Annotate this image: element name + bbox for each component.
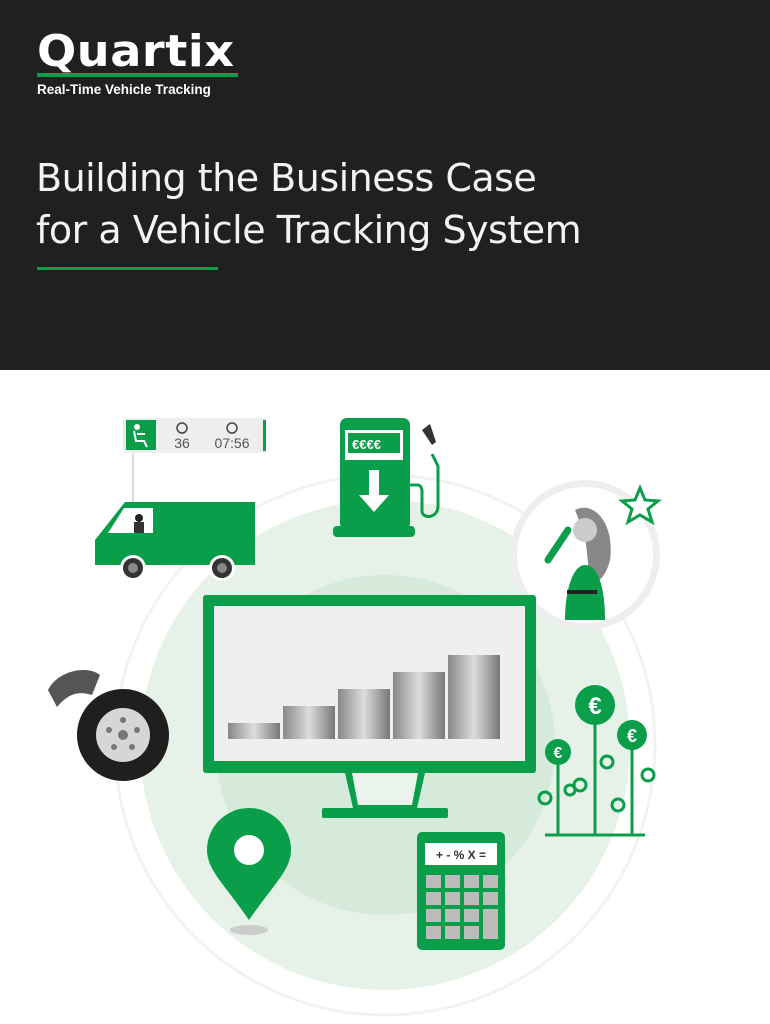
star-icon [618,484,662,526]
chart-bar [228,723,280,739]
title-accent-rule [37,267,218,270]
chart-bar [338,689,390,739]
title-line-2: for a Vehicle Tracking System [36,208,582,252]
euro-coin-icon [617,720,647,750]
monitor-chart-icon [203,595,536,818]
brake-and-tyre-icon [48,670,169,781]
driver-status-sign: 36 07:56 [123,418,266,502]
svg-text:€: € [627,726,637,746]
svg-text:€: € [588,693,601,720]
chart-bar [448,655,500,739]
logo-underline [37,73,238,77]
chart-bar [393,672,445,739]
svg-text:€: € [554,745,563,762]
money-growth-icon [537,720,656,837]
cover-header: Quartix Real-Time Vehicle Tracking Build… [0,0,770,370]
pump-euro-display: €€€€ [352,437,381,452]
location-pin-icon [207,808,291,935]
euro-coin-icon [575,685,615,725]
business-case-illustration: 36 07:56 €€€€ [48,418,662,1017]
speedometer-icon [176,422,188,434]
speed-value: 36 [174,435,190,451]
title-line-1: Building the Business Case [36,156,537,200]
calculator-display: + - % X = [436,848,486,862]
logo-wordmark: Quartix [37,26,235,77]
chart-bar [283,706,335,739]
euro-coin-icon [545,739,571,765]
fuel-pump-icon: €€€€ [333,418,440,537]
document-title: Building the Business Case for a Vehicle… [36,152,582,256]
customer-call-icon [510,480,660,630]
quartix-logo: Quartix Real-Time Vehicle Tracking [37,30,239,97]
calculator-icon: + - % X = [417,832,505,950]
van-icon [95,502,255,581]
clock-icon [226,422,238,434]
price-down-arrow [359,470,389,512]
time-value: 07:56 [214,435,249,451]
logo-tagline: Real-Time Vehicle Tracking [37,82,211,97]
